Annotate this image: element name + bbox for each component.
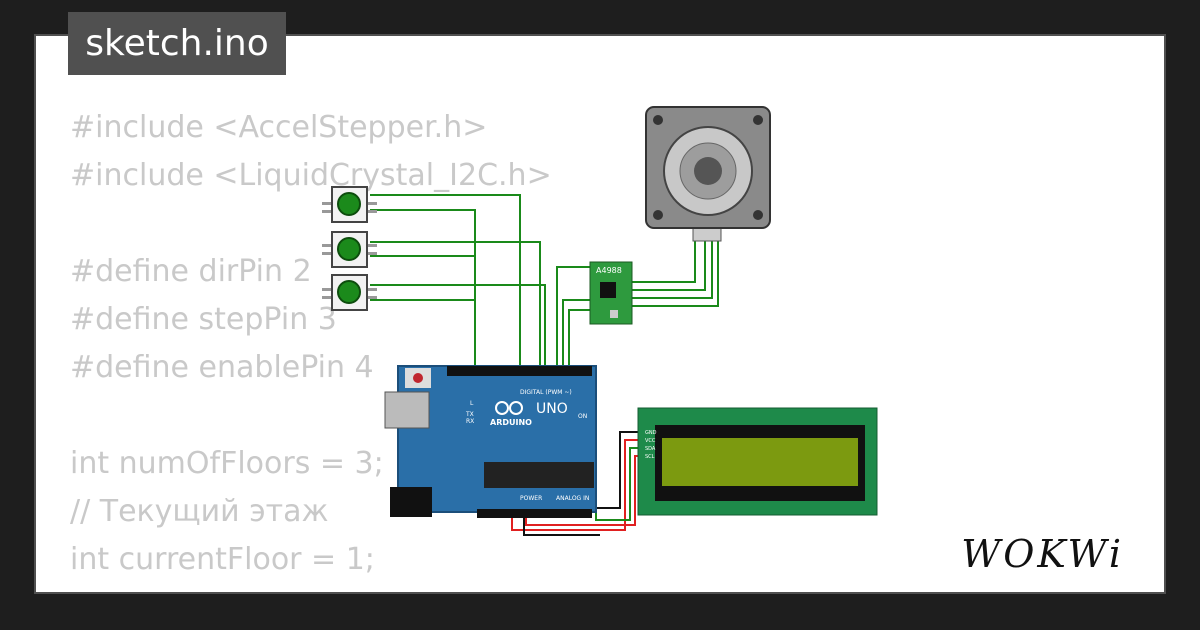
code-line: #define dirPin 2: [70, 254, 312, 289]
svg-text:ARDUINO: ARDUINO: [490, 418, 532, 427]
code-line: // Текущий этаж: [70, 494, 329, 529]
file-tab[interactable]: sketch.ino: [68, 12, 286, 75]
reset-button[interactable]: [413, 373, 423, 383]
code-line: AccelStepper stepper(AccelStepper::DRIVE…: [70, 584, 989, 592]
code-line: int currentFloor = 1;: [70, 542, 375, 577]
canvas-card: #include <AccelStepper.h> #include <Liqu…: [34, 34, 1166, 594]
svg-text:ANALOG IN: ANALOG IN: [556, 495, 589, 502]
svg-text:L: L: [470, 400, 474, 407]
microcontroller-chip: [484, 462, 594, 488]
lcd-pin-label: SDA: [645, 446, 656, 452]
motor-wires: [630, 240, 719, 307]
lcd-display[interactable]: GND VCC SDA SCL: [637, 407, 878, 516]
button-wires: [370, 194, 546, 372]
code-editor-preview: #include <AccelStepper.h> #include <Liqu…: [70, 104, 989, 592]
lcd-pin-label: GND: [645, 430, 657, 436]
svg-text:UNO: UNO: [536, 401, 568, 417]
power-analog-header: [477, 509, 592, 518]
lcd-pin-label: SCL: [645, 454, 655, 460]
svg-text:ON: ON: [578, 413, 587, 420]
infinity-icon: [495, 401, 523, 415]
a4988-driver[interactable]: A4988: [589, 261, 633, 325]
lcd-pin-label: VCC: [645, 438, 656, 444]
code-line: #define stepPin 3: [70, 302, 337, 337]
lcd-wires: [511, 431, 645, 536]
push-button-1[interactable]: [322, 186, 377, 223]
digital-header: [447, 366, 592, 376]
svg-text:POWER: POWER: [520, 495, 542, 502]
push-button-2[interactable]: [322, 231, 377, 268]
svg-text:RX: RX: [466, 418, 474, 425]
code-line: #define enablePin 4: [70, 350, 374, 385]
code-line: int numOfFloors = 3;: [70, 446, 384, 481]
code-line: #include <AccelStepper.h>: [70, 110, 488, 145]
svg-text:DIGITAL (PWM ~): DIGITAL (PWM ~): [520, 389, 572, 396]
driver-wires: [556, 266, 590, 372]
driver-label: A4988: [596, 266, 622, 275]
wokwi-logo: WOKWi: [961, 532, 1124, 576]
arduino-uno[interactable]: DIGITAL (PWM ~) ARDUINO UNO POWER ANALOG…: [384, 365, 597, 518]
stepper-motor[interactable]: [645, 106, 771, 242]
push-button-3[interactable]: [322, 274, 377, 311]
svg-text:TX: TX: [465, 411, 474, 418]
code-line: #include <LiquidCrystal_I2C.h>: [70, 158, 552, 193]
